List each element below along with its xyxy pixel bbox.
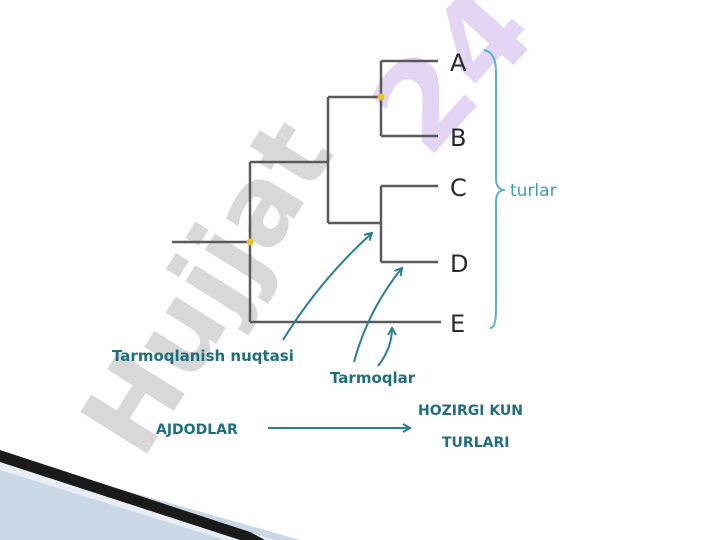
leaf-label-b: B (450, 124, 466, 152)
species-brace (483, 49, 506, 329)
phylogenetic-tree (172, 59, 441, 324)
leaf-label-c: C (450, 174, 467, 202)
annotation-arrows (268, 233, 410, 428)
branches-arrow-e (377, 328, 392, 367)
leaf-label-e: E (450, 310, 465, 338)
watermark-24: 24 (346, 0, 561, 179)
branches-arrow-d (353, 268, 402, 363)
node-dot-ab (377, 93, 385, 101)
modern-species-label-line1: HOZIRGI KUN (418, 403, 523, 419)
modern-species-label-line2: TURLARI (442, 435, 509, 451)
ancestors-label: AJDODLAR (156, 422, 238, 438)
species-label: turlar (510, 181, 557, 201)
branches-label: Tarmoqlar (330, 369, 416, 387)
corner-stripes-decoration (0, 450, 300, 540)
watermark-hujjat: Hujjat (58, 99, 358, 475)
branch-point-arrow (282, 233, 372, 341)
node-dot-root (246, 238, 254, 246)
dark-stripe (0, 450, 265, 540)
branch-point-label: Tarmoqlanish nuqtasi (112, 347, 294, 365)
leaf-label-d: D (450, 250, 468, 278)
leaf-label-a: A (450, 49, 467, 77)
